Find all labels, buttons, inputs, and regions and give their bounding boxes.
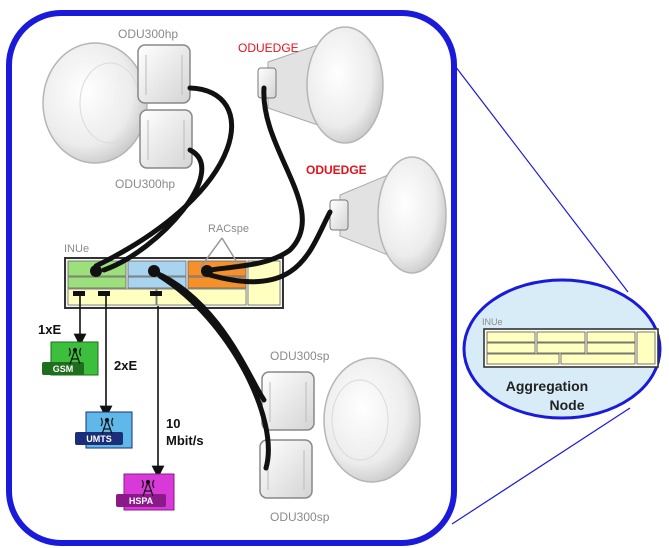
tag-umts: UMTS — [86, 434, 112, 444]
label-racspe: RACspe — [208, 223, 249, 235]
zoom-title-line2: Node — [550, 397, 585, 413]
tag-gsm: GSM — [53, 364, 74, 374]
base-station-gsm — [42, 341, 99, 376]
label-odu300sp-top: ODU300sp — [270, 349, 330, 363]
racspe-pointers — [199, 237, 239, 269]
zoom-title-line1: Aggregation — [506, 378, 588, 394]
zoom-aggregation-node — [462, 278, 662, 420]
dish-odu300hp — [42, 42, 193, 169]
feed-lines — [73, 296, 165, 479]
antenna-tower-icon — [68, 347, 82, 365]
oduedge-unit-mid — [329, 199, 349, 231]
label-link-1xe: 1xE — [38, 322, 61, 337]
odu300sp-unit-bottom — [259, 439, 313, 499]
label-link-mbits: Mbit/s — [166, 433, 204, 448]
label-odu300hp-top: ODU300hp — [118, 27, 178, 41]
base-station-hspa — [116, 473, 175, 511]
antenna-tower-icon — [141, 479, 155, 497]
label-odu300sp-bottom: ODU300sp — [270, 510, 330, 524]
label-link-10: 10 — [166, 416, 180, 431]
dish-oduedge-mid — [329, 156, 447, 274]
zoom-label-inue: INUe — [482, 317, 503, 327]
zoom-connector — [451, 61, 631, 525]
cables — [93, 85, 333, 471]
odu300hp-unit-top — [137, 44, 191, 104]
label-inue: INUe — [64, 243, 89, 255]
tag-hspa: HSPA — [129, 496, 154, 506]
antenna-tower-icon — [100, 417, 114, 435]
label-odu300hp-bottom: ODU300hp — [115, 177, 175, 191]
base-station-umts — [75, 411, 133, 449]
dish-odu300sp — [259, 357, 421, 499]
odu300hp-unit-bottom — [139, 109, 193, 169]
label-oduedge-top: ODUEDGE — [238, 41, 299, 55]
label-oduedge-mid: ODUEDGE — [306, 163, 367, 177]
oduedge-unit-top — [257, 67, 277, 99]
label-link-2xe: 2xE — [114, 358, 137, 373]
